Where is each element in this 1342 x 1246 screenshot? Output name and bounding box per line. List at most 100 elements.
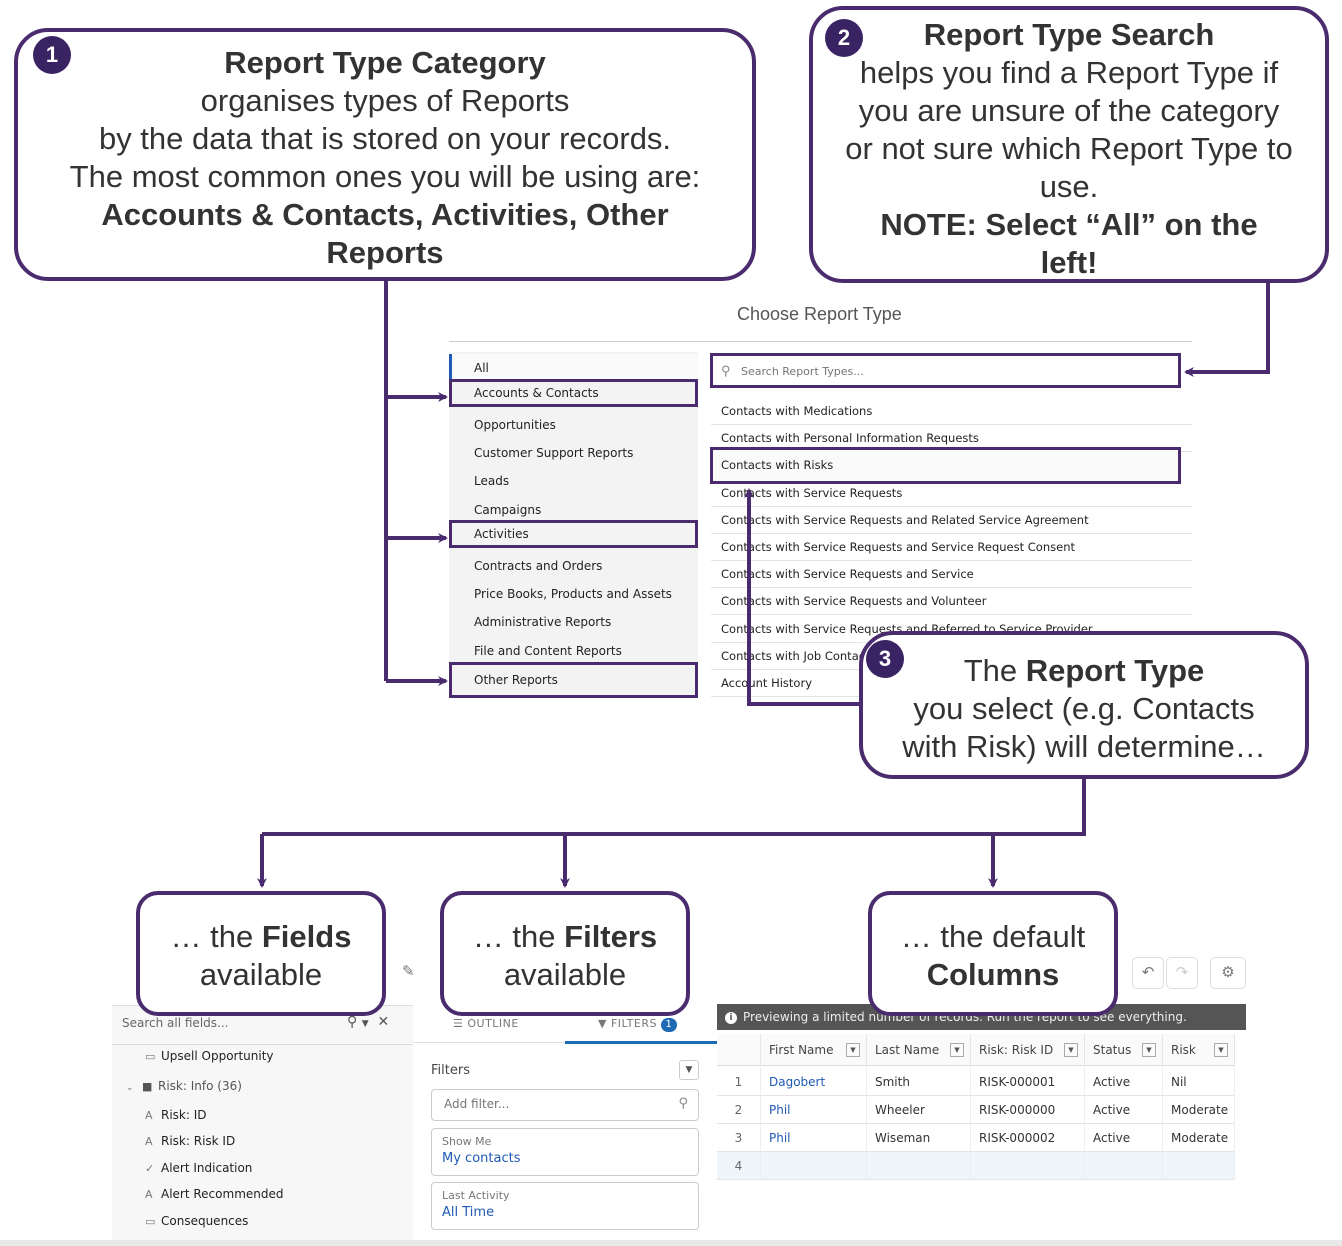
preview-grid: First Name▼ Last Name▼ Risk: Risk ID▼ St… <box>717 1034 1235 1182</box>
pencil-icon[interactable]: ✎ <box>402 963 415 980</box>
undo-icon[interactable]: ↶ <box>1132 957 1164 989</box>
table-cell: Active <box>1085 1124 1163 1152</box>
search-icon: ⚲ <box>721 363 731 378</box>
filter-count-badge: 1 <box>660 1018 677 1032</box>
report-type-item[interactable]: Contacts with Service Requests <box>711 480 1192 507</box>
chevron-down-icon: ⌄ <box>126 1083 134 1093</box>
table-cell: RISK-000000 <box>971 1096 1085 1124</box>
table-cell: Moderate <box>1163 1096 1235 1124</box>
callout-3-bold: Report Type <box>1025 653 1205 688</box>
table-cell[interactable] <box>867 1152 971 1180</box>
category-customer-support[interactable]: Customer Support Reports <box>474 446 634 460</box>
table-cell-link[interactable]: Phil <box>761 1124 867 1152</box>
category-contracts-orders[interactable]: Contracts and Orders <box>474 559 603 573</box>
row-number: 2 <box>717 1096 761 1124</box>
filter-show-me[interactable]: Show Me My contacts <box>431 1128 699 1176</box>
table-cell[interactable] <box>761 1152 867 1180</box>
column-header-risk[interactable]: Risk▼ <box>1163 1034 1235 1066</box>
category-all[interactable]: All <box>449 354 698 382</box>
report-type-item[interactable]: Contacts with Medications <box>711 398 1192 425</box>
category-file-content[interactable]: File and Content Reports <box>474 644 622 658</box>
table-cell-link[interactable]: Dagobert <box>761 1068 867 1096</box>
chevron-down-icon[interactable]: ▼ <box>1214 1043 1228 1057</box>
filters-title: Filters <box>431 1063 470 1078</box>
table-cell[interactable] <box>1085 1152 1163 1180</box>
report-type-search-input[interactable] <box>739 360 1159 382</box>
category-leads[interactable]: Leads <box>474 474 510 488</box>
callout-report-type-determines: The Report Type you select (e.g. Contact… <box>859 631 1309 779</box>
chevron-down-icon[interactable]: ▼ <box>846 1043 860 1057</box>
category-price-books[interactable]: Price Books, Products and Assets <box>474 587 672 601</box>
table-cell[interactable] <box>1163 1152 1235 1180</box>
field-item[interactable]: ▭Consequences <box>145 1214 249 1228</box>
table-cell: Wiseman <box>867 1124 971 1152</box>
table-cell[interactable] <box>971 1152 1085 1180</box>
category-accounts-contacts[interactable]: Accounts & Contacts <box>449 379 698 407</box>
row-number: 1 <box>717 1068 761 1096</box>
column-header-last-name[interactable]: Last Name▼ <box>867 1034 971 1066</box>
column-header-status[interactable]: Status▼ <box>1085 1034 1163 1066</box>
column-header-risk-id[interactable]: Risk: Risk ID▼ <box>971 1034 1085 1066</box>
row-number: 3 <box>717 1124 761 1152</box>
callout-1-emphasis: Accounts & Contacts, Activities, Other R… <box>101 197 669 270</box>
report-type-item[interactable]: Contacts with Service Requests and Servi… <box>711 561 1192 588</box>
category-other-reports[interactable]: Other Reports <box>449 662 698 698</box>
search-icon[interactable]: ⚲ <box>347 1014 358 1030</box>
table-cell: Smith <box>867 1068 971 1096</box>
field-folder[interactable]: ⌄■Risk: Info (36) <box>126 1079 242 1093</box>
tab-outline[interactable]: ☰ OUTLINE <box>453 1017 519 1030</box>
row-number: 4 <box>717 1152 761 1180</box>
chart-toggle-icon[interactable]: ⚙ <box>1210 957 1246 989</box>
badge-3: 3 <box>866 640 904 678</box>
add-filter-input[interactable] <box>442 1096 662 1112</box>
folder-icon: ■ <box>142 1080 153 1093</box>
category-campaigns[interactable]: Campaigns <box>474 503 542 517</box>
list-icon: ☰ <box>453 1017 464 1030</box>
field-item[interactable]: ✓Alert Indication <box>145 1161 253 1175</box>
callout-columns: … the default Columns <box>868 891 1118 1016</box>
fields-search-input[interactable]: Search all fields... <box>122 1016 229 1030</box>
arrow-risks <box>744 488 861 706</box>
table-cell: Moderate <box>1163 1124 1235 1152</box>
chooser-divider <box>449 341 1192 342</box>
callout-1-title: Report Type Category <box>224 45 546 80</box>
category-activities[interactable]: Activities <box>449 520 698 548</box>
chevron-down-icon[interactable]: ▼ <box>1142 1043 1156 1057</box>
picklist-icon: ▭ <box>145 1050 156 1063</box>
filter-last-activity[interactable]: Last Activity All Time <box>431 1182 699 1230</box>
category-list: All Accounts & Contacts Opportunities Cu… <box>449 352 698 698</box>
text-field-icon: A <box>145 1109 153 1122</box>
callout-filters: … the Filters available <box>440 891 690 1016</box>
redo-icon[interactable]: ↷ <box>1166 957 1198 989</box>
add-filter-box[interactable]: ⚲ <box>431 1089 699 1121</box>
callout-3-pre: The <box>963 653 1026 688</box>
callout-fields: … the Fields available <box>136 891 386 1016</box>
callout-report-type-search: Report Type Search helps you find a Repo… <box>809 6 1329 283</box>
badge-2: 2 <box>825 19 863 57</box>
table-cell-link[interactable]: Phil <box>761 1096 867 1124</box>
report-type-contacts-with-risks[interactable]: Contacts with Risks <box>710 447 1181 484</box>
callout-report-type-category: Report Type Category organises types of … <box>14 28 756 281</box>
callout-1-line2: by the data that is stored on your recor… <box>98 121 672 156</box>
report-type-search[interactable]: ⚲ <box>710 353 1181 388</box>
chevron-down-icon[interactable]: ▼ <box>361 1019 369 1029</box>
chevron-down-icon[interactable]: ▼ <box>1064 1043 1078 1057</box>
report-type-item[interactable]: Contacts with Service Requests and Servi… <box>711 534 1192 561</box>
report-type-item[interactable]: Contacts with Service Requests and Volun… <box>711 588 1192 615</box>
category-opportunities[interactable]: Opportunities <box>474 418 556 432</box>
chevron-down-icon[interactable]: ▼ <box>950 1043 964 1057</box>
report-type-item[interactable]: Contacts with Service Requests and Relat… <box>711 507 1192 534</box>
field-item[interactable]: ▭Upsell Opportunity <box>145 1049 274 1063</box>
chevron-down-icon[interactable]: ▼ <box>679 1060 699 1080</box>
column-header-first-name[interactable]: First Name▼ <box>761 1034 867 1066</box>
category-administrative[interactable]: Administrative Reports <box>474 615 612 629</box>
bottom-divider <box>0 1240 1342 1246</box>
close-icon[interactable]: ✕ <box>377 1014 390 1030</box>
